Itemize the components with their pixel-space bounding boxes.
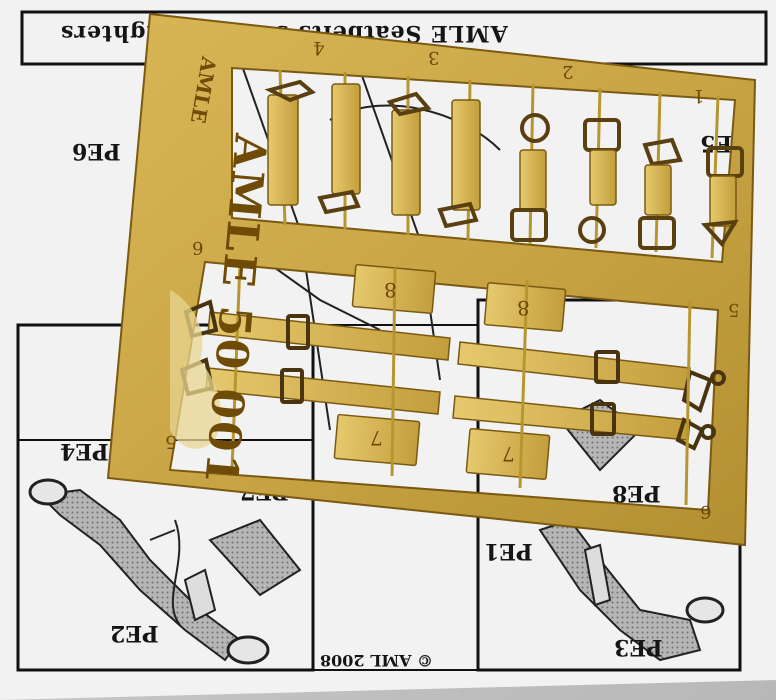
corner-number-6-top: 6 — [192, 237, 204, 258]
upper-belts — [264, 79, 744, 250]
column-number-3: 3 — [428, 47, 440, 68]
part-number-7-left: 7 — [370, 426, 383, 450]
buckle-hardware — [179, 299, 726, 451]
column-number-2: 2 — [562, 61, 574, 82]
corner-number-5-left: 5 — [165, 431, 177, 452]
corner-number-5-right: 5 — [728, 299, 740, 320]
lower-belts — [205, 264, 691, 480]
belt-drawing-pe2 — [28, 478, 302, 665]
part-number-8-left: 8 — [384, 278, 397, 302]
etch-damage — [170, 290, 222, 449]
part-number-7-right: 7 — [502, 442, 515, 466]
corner-number-6-bottom: 6 — [700, 501, 712, 522]
column-number-4: 4 — [313, 37, 325, 58]
part-number-8-right: 8 — [517, 296, 530, 320]
lower-sprues — [230, 261, 692, 506]
column-number-1: 1 — [693, 85, 705, 106]
